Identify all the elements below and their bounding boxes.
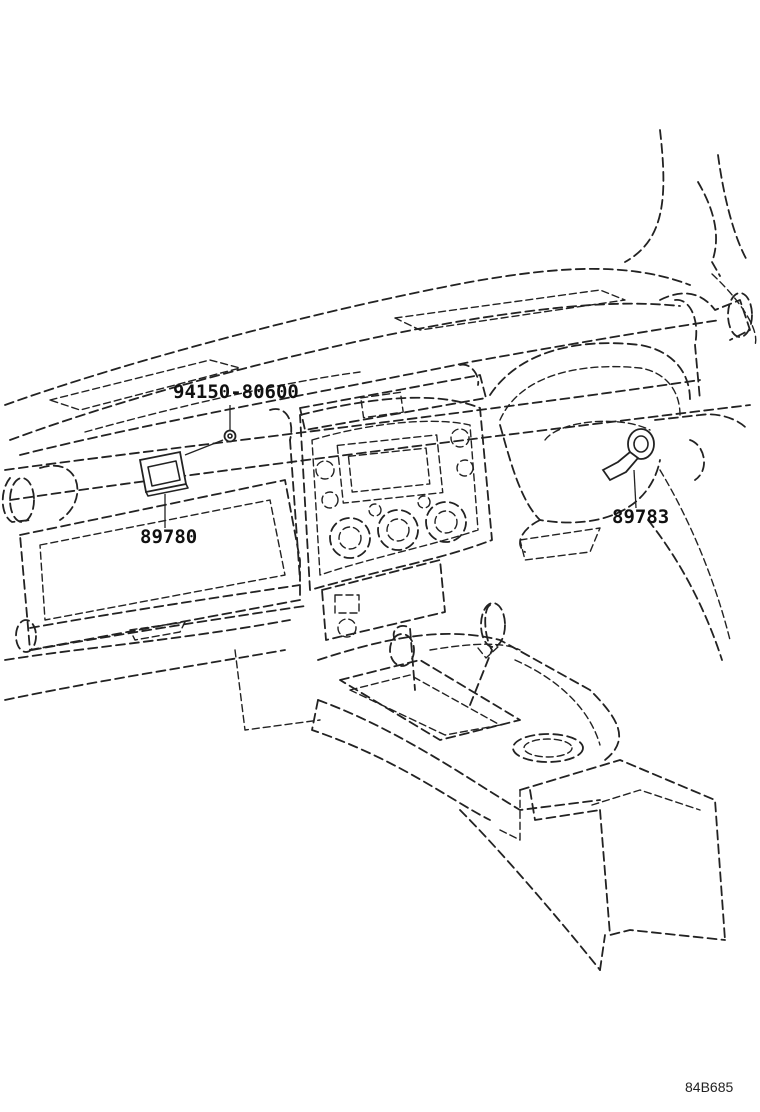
floor-console-outline [311, 602, 726, 971]
panel-dividers [269, 299, 701, 581]
part-label-89783: 89783 [612, 506, 669, 528]
center-stack-outline [299, 374, 493, 641]
part-indicator-89780 [138, 450, 189, 528]
meter-cluster-outline [489, 292, 753, 561]
part-label-89780: 89780 [140, 526, 197, 548]
dashboard-top-outline [4, 267, 721, 456]
a-pillar-outline [624, 129, 757, 661]
part-switch-89783 [601, 428, 655, 509]
part-label-94150-80600: 94150-80600 [173, 381, 299, 403]
diagram-code: 84B685 [685, 1079, 733, 1095]
part-clip-94150-80600 [184, 405, 237, 456]
